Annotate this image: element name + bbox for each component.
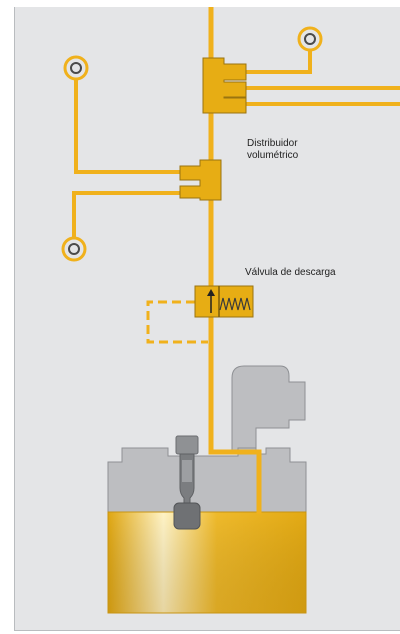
lubrication-point-icon [61, 236, 87, 262]
reservoir-lid [107, 447, 307, 513]
pump-motor-housing [231, 365, 306, 453]
lubrication-point-icon [297, 26, 323, 52]
relief-return-line-dashed [146, 300, 208, 344]
spring-icon [219, 297, 251, 311]
lower-distributor-block [179, 159, 222, 201]
relief-valve [194, 285, 254, 318]
pump-element [173, 435, 201, 530]
lower-distributor-lines [72, 70, 182, 247]
reservoir-outline [107, 511, 307, 614]
distributor-label: Distribuidor volumétrico [247, 138, 298, 162]
oil-reservoir-shade [108, 512, 306, 613]
distributor-label-line2: volumétrico [247, 150, 299, 161]
upper-distributor-lines [246, 42, 400, 106]
arrow-up-icon [207, 289, 215, 313]
relief-valve-label: Válvula de descarga [245, 267, 336, 278]
pump-outlet-pipe [208, 449, 262, 514]
distributor-label-line1: Distribuidor [247, 138, 298, 149]
lubrication-point-icon [63, 55, 89, 81]
upper-distributor-block [202, 57, 247, 114]
